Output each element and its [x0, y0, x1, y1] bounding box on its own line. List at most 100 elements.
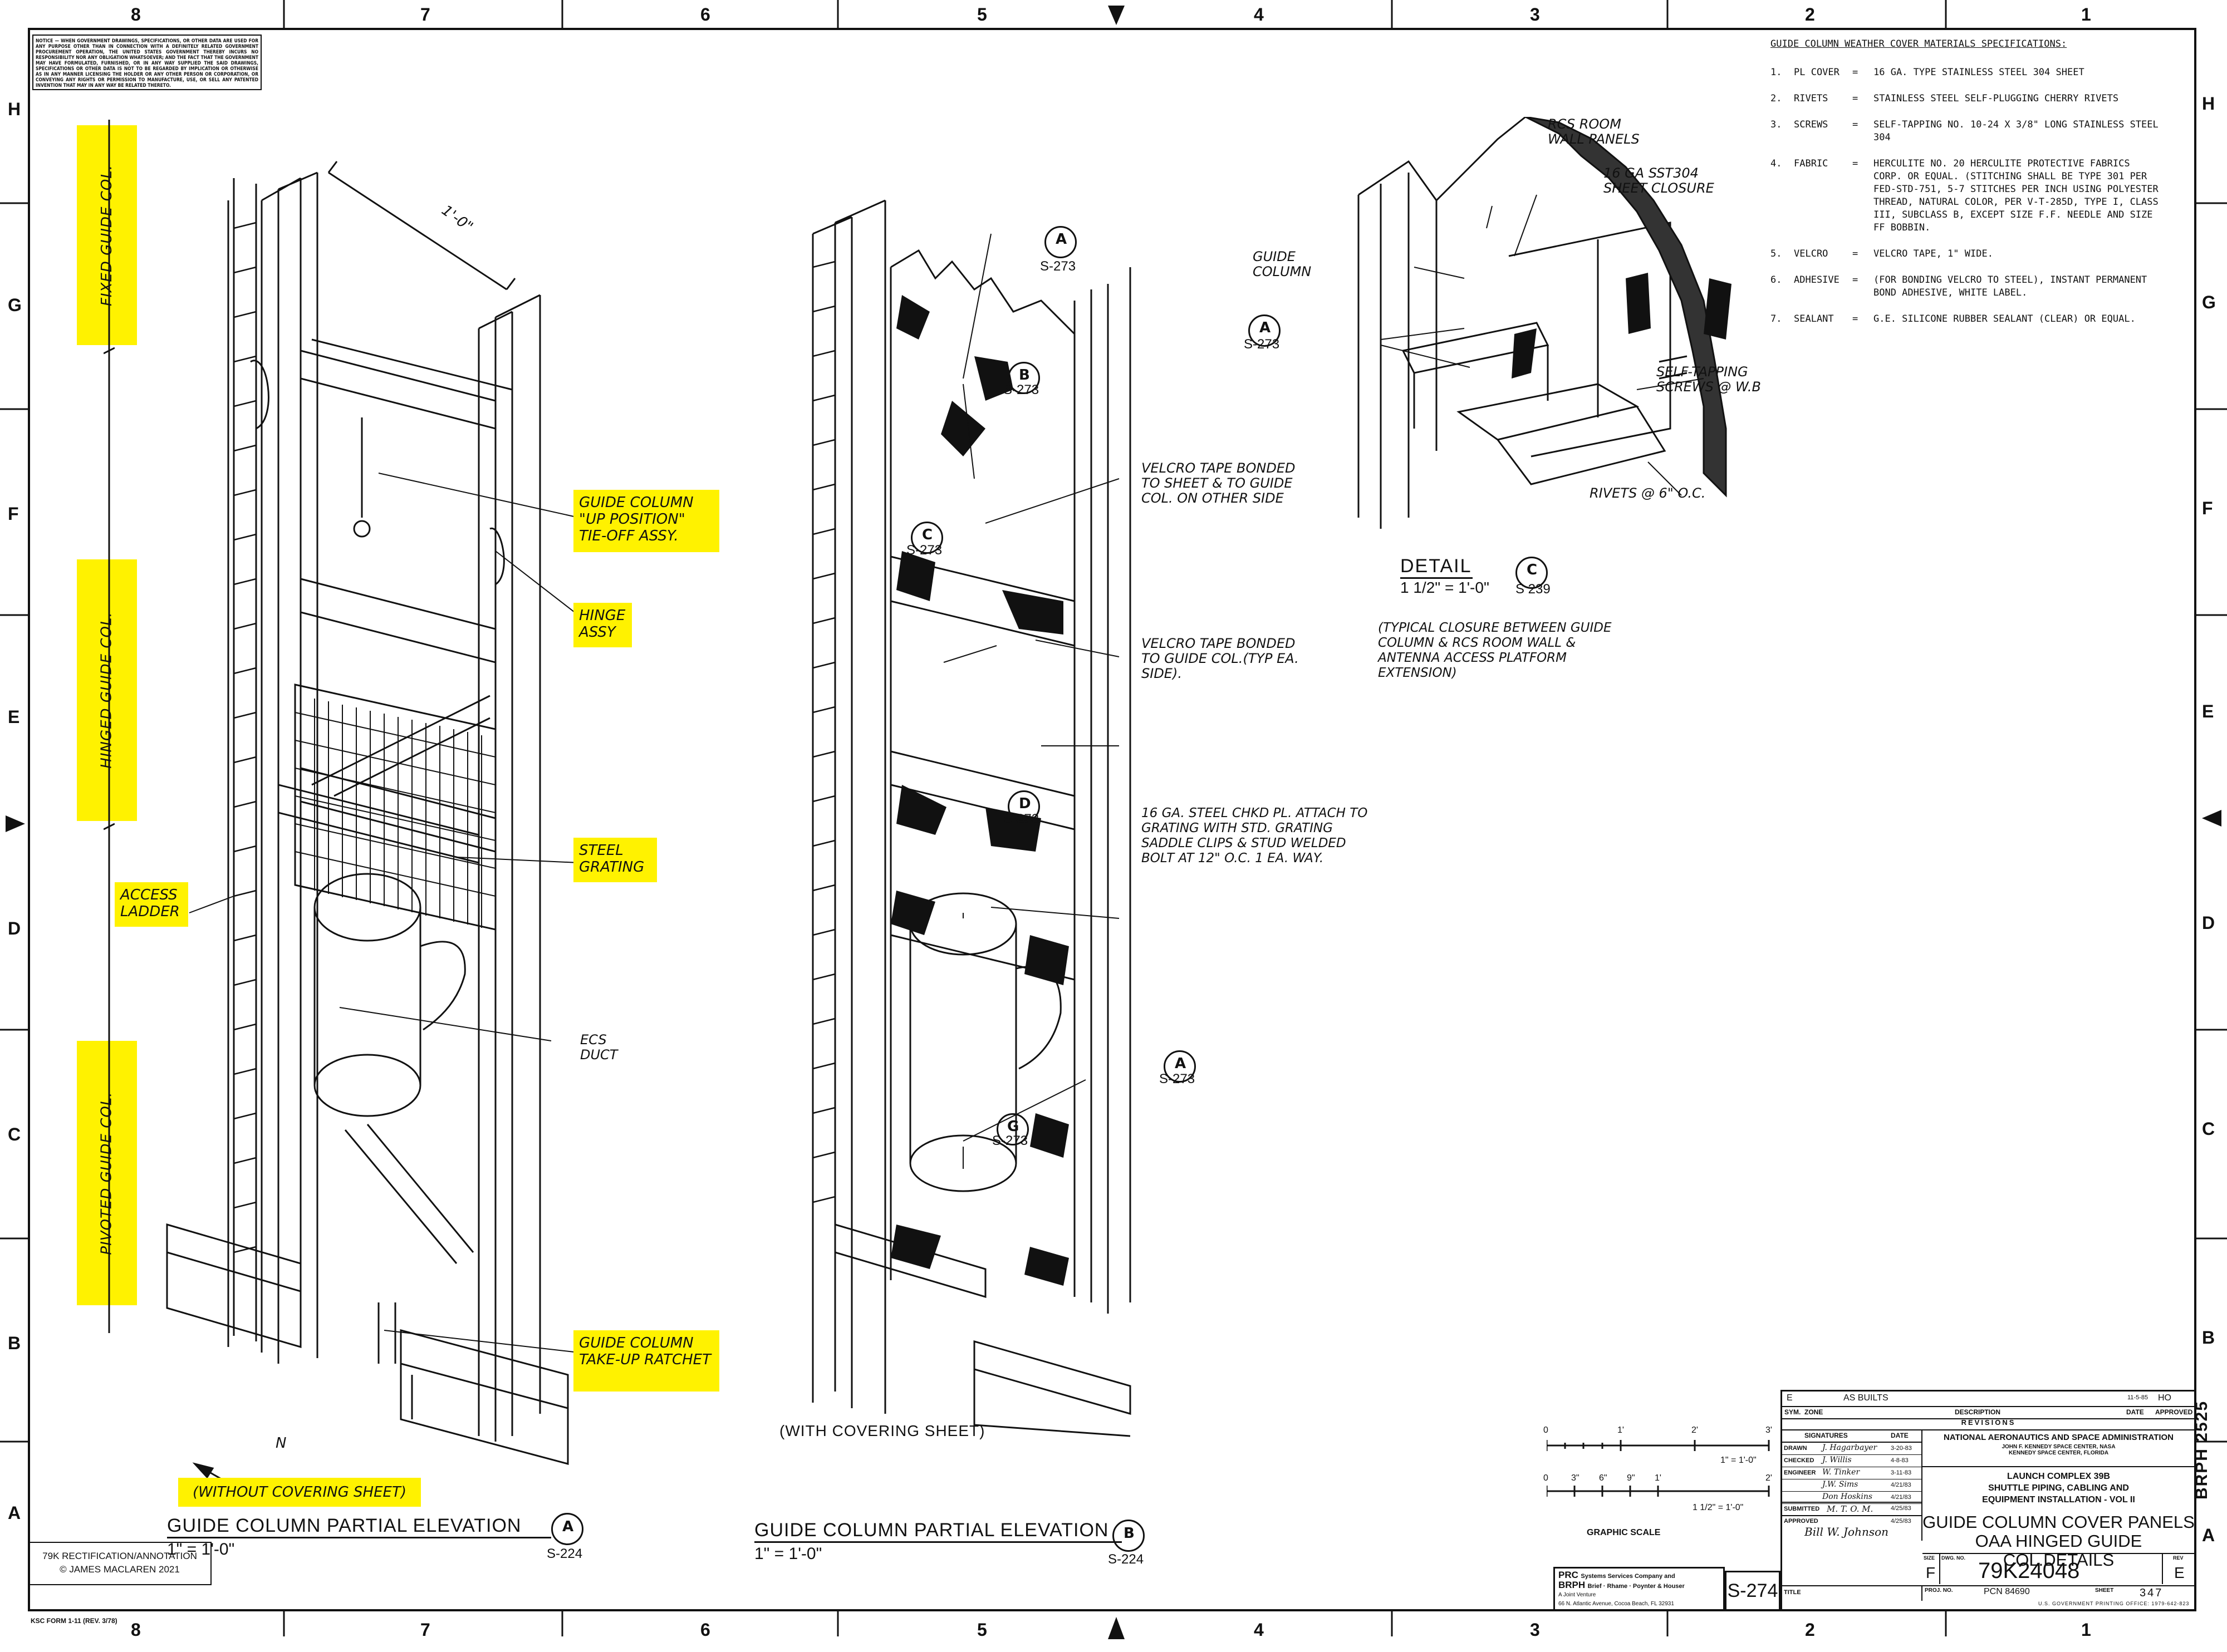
- sig-role: DRAWN: [1784, 1445, 1807, 1452]
- spec-item: 5.VELCRO=VELCRO TAPE, 1" WIDE.: [1770, 248, 2171, 260]
- spec-item: 2.RIVETS=STAINLESS STEEL SELF-PLUGGING C…: [1770, 92, 2171, 105]
- label-steel-chkd-pl: 16 GA. STEEL CHKD PL. ATTACH TO GRATING …: [1141, 806, 1368, 866]
- label-with-covering: (WITH COVERING SHEET): [779, 1422, 985, 1439]
- rev-row: E AS BUILTS 11-5-85 HO: [1782, 1392, 2195, 1407]
- rev-label: REV: [2173, 1555, 2184, 1561]
- zone-left-H: H: [8, 99, 21, 119]
- specs-heading: GUIDE COLUMN WEATHER COVER MATERIALS SPE…: [1770, 38, 2067, 50]
- view-a-drawing: [166, 161, 582, 1487]
- detail-c-title: DETAIL: [1400, 555, 1473, 579]
- scale1-tick-label: 1': [1617, 1425, 1624, 1435]
- zone-right-C: C: [2202, 1119, 2215, 1139]
- zone-left-C: C: [8, 1124, 21, 1144]
- approved-label: APPROVED: [1784, 1518, 1818, 1525]
- size-cell: SIZE F: [1922, 1554, 1940, 1584]
- callout-circle: [1164, 1050, 1196, 1083]
- approved-sig: Bill W. Johnson: [1804, 1525, 1889, 1538]
- detail-c-drawing: [1357, 117, 1731, 529]
- sig-date: 4/21/83: [1891, 1494, 1911, 1501]
- sig-date: 4-8-83: [1891, 1457, 1909, 1464]
- callout-circle: [1044, 226, 1077, 258]
- sig-role: CHECKED: [1784, 1457, 1814, 1464]
- spec-num: 6.: [1770, 274, 1782, 286]
- dwg-row: SIZE F DWG. NO. 79K24048 REV E: [1922, 1553, 2195, 1586]
- label-take-up-ratchet: GUIDE COLUMN TAKE-UP RATCHET: [573, 1330, 719, 1392]
- approved-date: 4/25/83: [1891, 1518, 1911, 1525]
- hdr-date: DATE: [2126, 1408, 2144, 1416]
- rev-letter: E: [1787, 1393, 1793, 1403]
- rev-approved: HO: [2158, 1393, 2171, 1403]
- detail-c-callout-letter: A: [1259, 319, 1271, 336]
- sig-date: 3-11-83: [1891, 1469, 1912, 1476]
- sig-date: 4/21/83: [1891, 1482, 1911, 1488]
- dwg-number: 79K24048: [1978, 1558, 2080, 1583]
- scale1-tick-label: 0: [1543, 1425, 1548, 1435]
- sig-name: Don Hoskins: [1822, 1492, 1873, 1501]
- label-ecs-duct: ECS DUCT: [580, 1032, 618, 1063]
- callout-letter: C: [922, 527, 933, 543]
- north-label: N: [276, 1435, 287, 1452]
- printing-office: U.S. GOVERNMENT PRINTING OFFICE: 1979-64…: [2038, 1601, 2190, 1606]
- scale2-tick-label: 6": [1599, 1473, 1607, 1483]
- label-without-covering: (WITHOUT COVERING SHEET): [178, 1478, 421, 1507]
- spec-num: 4.: [1770, 158, 1782, 169]
- view-b-drawing: [812, 199, 1131, 1437]
- zone-bottom-8: 8: [131, 1620, 141, 1640]
- zone-bottom-3: 3: [1530, 1620, 1540, 1640]
- title-label: TITLE: [1784, 1589, 1801, 1596]
- scale1-bar: [1547, 1440, 1770, 1451]
- title-block: E AS BUILTS 11-5-85 HO SYM. ZONE DESCRIP…: [1780, 1390, 2196, 1611]
- form-number: KSC FORM 1-11 (REV. 3/78): [31, 1617, 117, 1625]
- callout-sheet: S-273: [1003, 382, 1039, 397]
- spec-text: VELCRO TAPE, 1" WIDE.: [1873, 248, 1993, 259]
- zone-bottom-5: 5: [977, 1620, 987, 1640]
- zone-left-F: F: [8, 504, 19, 524]
- sig-header: SIGNATURES DATE: [1782, 1429, 1921, 1443]
- sig-name: J.W. Sims: [1822, 1480, 1858, 1489]
- zone-top-1: 1: [2081, 4, 2091, 24]
- label-hinge-assy: HINGE ASSY: [573, 603, 632, 647]
- hdr-approved: APPROVED: [2155, 1408, 2193, 1416]
- zone-top-6: 6: [700, 4, 710, 24]
- sig-name: W. Tinker: [1822, 1468, 1860, 1477]
- spec-name: FABRIC: [1794, 158, 1828, 169]
- callout-sheet: S-273: [1003, 812, 1039, 827]
- spec-eq: =: [1852, 248, 1858, 259]
- hdr-desc: DESCRIPTION: [1955, 1408, 2001, 1416]
- callout-letter: A: [1056, 231, 1067, 248]
- center-line-1: JOHN F. KENNEDY SPACE CENTER, NASA: [2002, 1444, 2116, 1450]
- zone-right-E: E: [2202, 701, 2214, 721]
- project-block: LAUNCH COMPLEX 39B SHUTTLE PIPING, CABLI…: [1922, 1466, 2195, 1513]
- zone-bottom-4: 4: [1254, 1620, 1264, 1640]
- sheet-ref: S-274: [1727, 1580, 1778, 1601]
- spec-text: STAINLESS STEEL SELF-PLUGGING CHERRY RIV…: [1873, 93, 2119, 104]
- annotation-line-2: © JAMES MACLAREN 2021: [60, 1564, 180, 1575]
- sheet-border: [28, 28, 2196, 1611]
- callout-circle: [1008, 790, 1040, 823]
- callout-sheet: S-273: [1040, 259, 1076, 274]
- scale2-tick-label: 2': [1765, 1473, 1772, 1483]
- spec-text: G.E. SILICONE RUBBER SEALANT (CLEAR) OR …: [1873, 313, 2136, 324]
- view-b-scale: 1" = 1'-0": [754, 1545, 822, 1563]
- callout-letter: A: [1175, 1055, 1186, 1072]
- zone-right-F: F: [2202, 498, 2213, 518]
- submitted-label: SUBMITTED: [1784, 1506, 1820, 1512]
- drawing-title-2: OAA HINGED GUIDE COL.DETAILS: [1975, 1531, 2142, 1570]
- submitted-date: 4/25/83: [1891, 1505, 1911, 1512]
- scale2-tick-label: 3": [1571, 1473, 1579, 1483]
- size-value: F: [1926, 1564, 1936, 1581]
- callout-sheet: S-273: [906, 543, 943, 558]
- view-a-ref-circle: [551, 1513, 583, 1545]
- zone-right-B: B: [2202, 1328, 2215, 1348]
- label-steel-grating: STEEL GRATING: [573, 838, 657, 882]
- spec-text: HERCULITE NO. 20 HERCULITE PROTECTIVE FA…: [1873, 158, 2159, 233]
- spec-num: 5.: [1770, 248, 1782, 259]
- zone-top-8: 8: [131, 4, 141, 24]
- detail-c-ref-circle: [1515, 557, 1548, 589]
- sig-row: J.W. Sims 4/21/83: [1782, 1479, 1921, 1492]
- zone-right-H: H: [2202, 94, 2215, 114]
